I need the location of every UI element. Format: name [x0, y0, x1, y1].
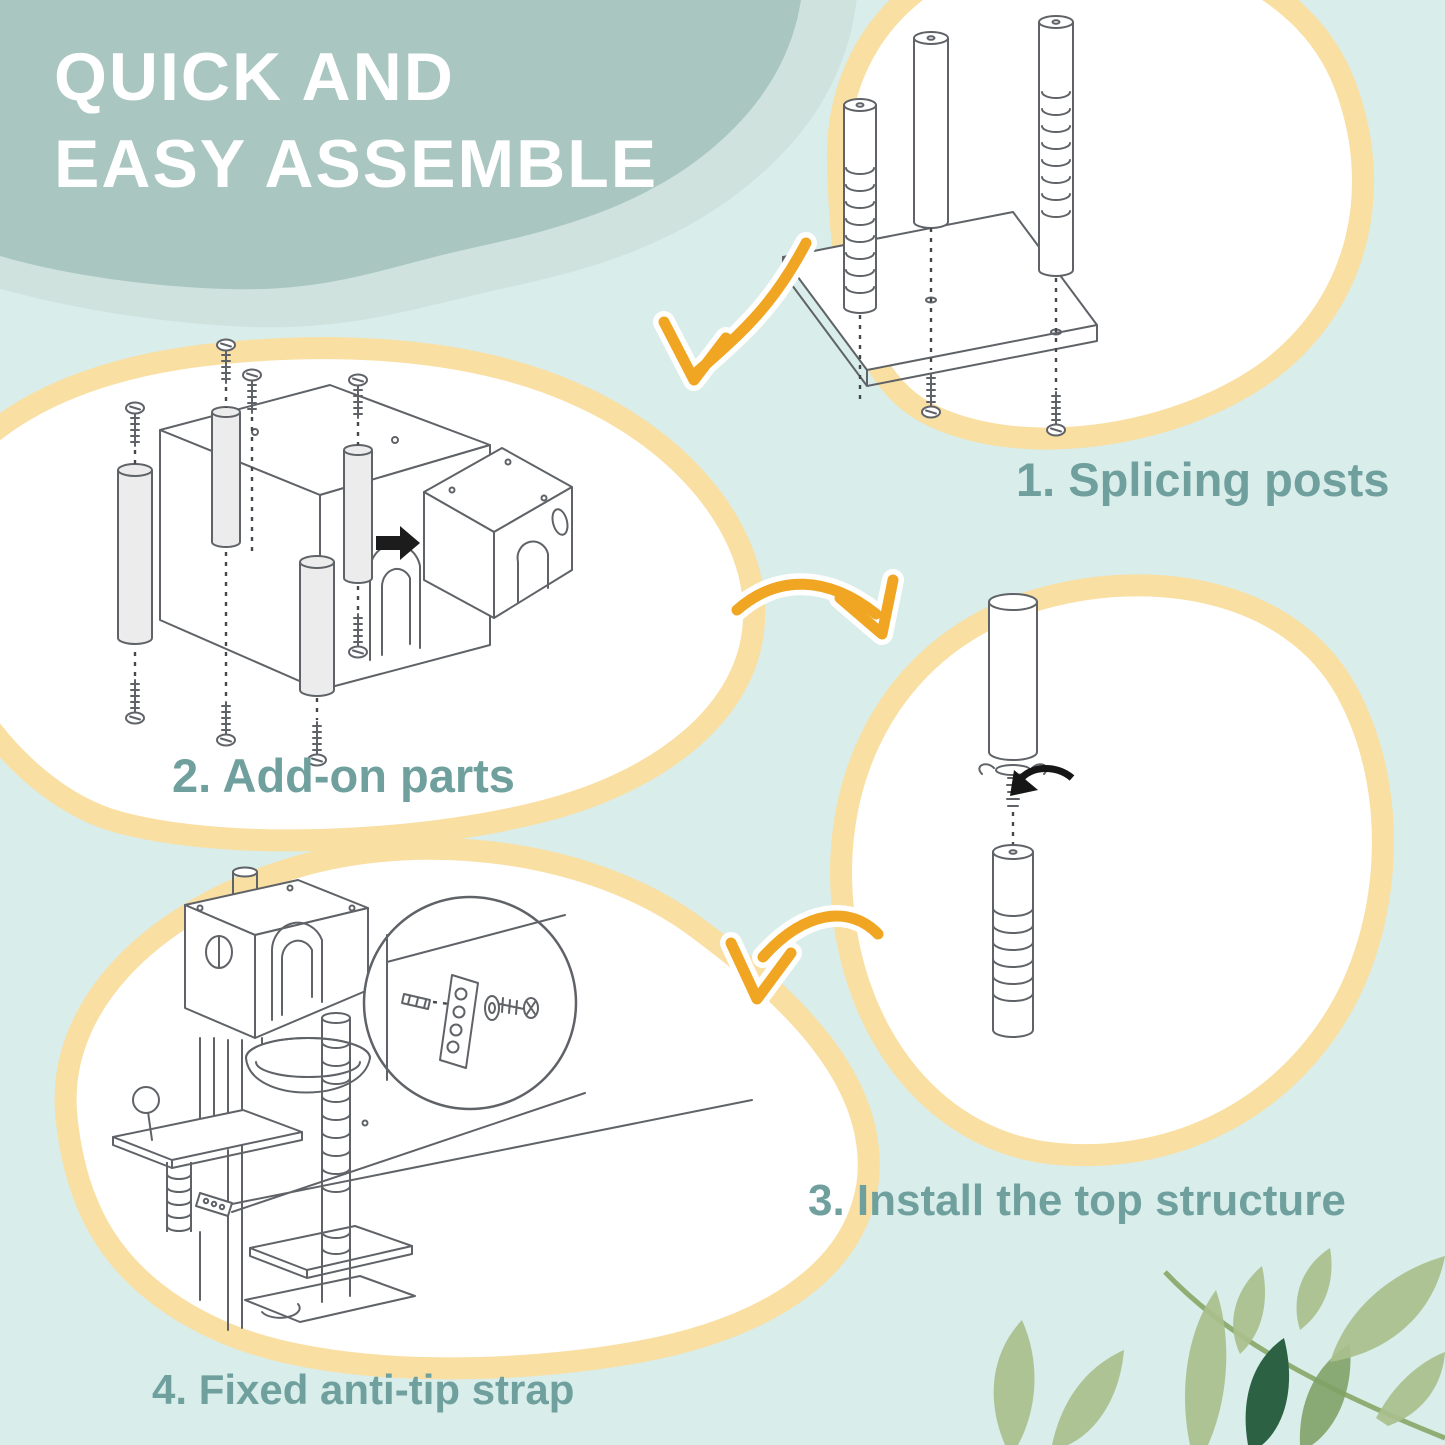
step3-caption: 3. Install the top structure	[808, 1176, 1346, 1225]
arrow-step2-to-step3-icon	[726, 569, 904, 645]
arrow-step3-to-step4-icon	[720, 905, 889, 1010]
title-blob	[0, 0, 857, 328]
add-on-parts-illustration	[117, 338, 573, 767]
install-top-structure-illustration	[978, 593, 1075, 1038]
leaves-decoration	[993, 1248, 1445, 1445]
step1-caption: 1. Splicing posts	[1016, 453, 1390, 506]
step4-caption: 4. Fixed anti-tip strap	[152, 1366, 575, 1413]
step3-blob	[830, 574, 1394, 1167]
arrow-step1-to-step2-icon	[653, 232, 817, 391]
step2-caption: 2. Add-on parts	[172, 749, 515, 802]
splicing-posts-illustration	[782, 15, 1098, 437]
title-line-2: EASY ASSEMBLE	[54, 126, 659, 203]
rotate-arrow-icon	[1010, 764, 1075, 796]
title-line-1: QUICK AND	[54, 39, 455, 115]
page-title: QUICK AND EASY ASSEMBLE	[54, 34, 658, 208]
anti-tip-strap-illustration	[112, 866, 753, 1331]
assemble-arrow-icon	[376, 526, 420, 560]
